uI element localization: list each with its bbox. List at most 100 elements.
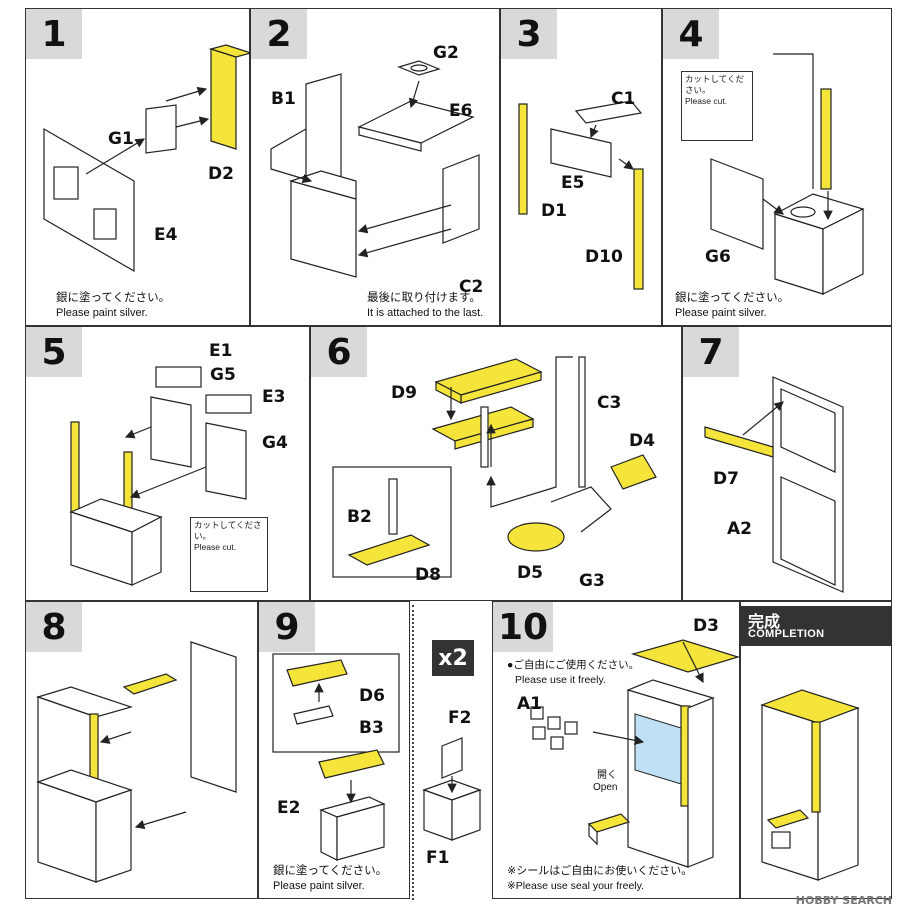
step-8-panel: 8 bbox=[25, 601, 258, 899]
part-label-f2: F2 bbox=[448, 708, 472, 728]
step-4-note-jp: 銀に塗ってください。 bbox=[675, 292, 790, 304]
step-number: 8 bbox=[26, 602, 82, 652]
step-2-drawing bbox=[270, 60, 480, 278]
step-9-panel: 9 D6 B3 E2 銀に塗ってください。 Please paint silve… bbox=[258, 601, 410, 899]
part-e5-shape bbox=[550, 128, 612, 178]
part-e3-shape bbox=[205, 394, 252, 414]
part-c2-shape bbox=[442, 154, 480, 244]
step-10-seal-en: ※Please use seal your freely. bbox=[507, 880, 645, 892]
part-d10-shape bbox=[633, 168, 644, 290]
step-2-note-jp: 最後に取り付けます。 bbox=[367, 292, 481, 304]
step-10-free-en: Please use it freely. bbox=[515, 674, 606, 686]
step-4-cut-callout: カットしてください。 Please cut. bbox=[681, 71, 753, 141]
part-g6-shape bbox=[710, 158, 764, 250]
part-label-b1: B1 bbox=[271, 89, 296, 109]
part-f2-shape bbox=[441, 737, 463, 779]
step-9-note-en: Please paint silver. bbox=[273, 880, 365, 892]
step-7-panel: 7 D7 A2 bbox=[682, 326, 892, 601]
part-label-e5: E5 bbox=[561, 173, 585, 193]
part-label-d6: D6 bbox=[359, 686, 385, 706]
part-e2-shape bbox=[336, 803, 385, 861]
part-label-a2: A2 bbox=[727, 519, 752, 539]
x2-badge: x2 bbox=[432, 640, 474, 676]
part-d3-shape bbox=[630, 639, 741, 673]
part-label-d1: D1 bbox=[541, 201, 567, 221]
completion-header: 完成 COMPLETION bbox=[740, 606, 892, 646]
step-10-open-en: Open bbox=[593, 782, 618, 793]
step-9-note-jp: 銀に塗ってください。 bbox=[273, 865, 388, 877]
cut-note-jp: カットしてください。 bbox=[194, 520, 262, 541]
step-number: 4 bbox=[663, 9, 719, 59]
part-label-e3: E3 bbox=[262, 387, 286, 407]
part-a1-shape bbox=[530, 706, 544, 720]
step-7-drawing bbox=[704, 376, 844, 593]
step-1-note-en: Please paint silver. bbox=[56, 307, 148, 319]
step-number: 6 bbox=[311, 327, 367, 377]
step-5-cut-callout: カットしてください。 Please cut. bbox=[190, 517, 268, 592]
step-3-panel: 3 C1 E5 D1 D10 bbox=[500, 8, 662, 326]
part-c3-shape bbox=[578, 356, 586, 488]
step-4-note-en: Please paint silver. bbox=[675, 307, 767, 319]
part-d1-shape bbox=[518, 103, 528, 215]
part-label-d9: D9 bbox=[391, 383, 417, 403]
step-number: 5 bbox=[26, 327, 82, 377]
part-label-e4: E4 bbox=[154, 225, 178, 245]
control-shape bbox=[318, 749, 385, 779]
step-1-drawing bbox=[43, 44, 254, 273]
part-label-c3: C3 bbox=[597, 393, 622, 413]
part-d5-shape bbox=[507, 522, 565, 552]
part-label-g3: G3 bbox=[579, 571, 605, 591]
divider-dotted bbox=[412, 605, 414, 900]
part-label-e2: E2 bbox=[277, 798, 301, 818]
post-shape bbox=[820, 88, 832, 190]
part-label-e6: E6 bbox=[449, 101, 473, 121]
part-label-d7: D7 bbox=[713, 469, 739, 489]
part-label-d2: D2 bbox=[208, 164, 234, 184]
step-10-drawing bbox=[530, 639, 741, 868]
cut-note-en: Please cut. bbox=[194, 542, 237, 552]
part-label-b3: B3 bbox=[359, 718, 384, 738]
step-number: 1 bbox=[26, 9, 82, 59]
step-4-panel: 4 カットしてください。 Please cut. G6 銀に塗ってください。 P… bbox=[662, 8, 892, 326]
part-label-g4: G4 bbox=[262, 433, 288, 453]
part-g5-shape bbox=[150, 396, 192, 468]
cut-note-en: Please cut. bbox=[685, 96, 728, 106]
part-label-f1: F1 bbox=[426, 848, 450, 868]
step-9-drawing bbox=[272, 653, 400, 861]
step-1-note-jp: 銀に塗ってください。 bbox=[56, 292, 171, 304]
cut-note-jp: カットしてください。 bbox=[685, 74, 744, 95]
step-6-panel: 6 D9 C3 D4 B2 D8 D5 G3 bbox=[310, 326, 682, 601]
step-2-panel: 2 G2 B1 E6 C2 最後に取り付けます。 It is attached … bbox=[250, 8, 500, 326]
step-number: 9 bbox=[259, 602, 315, 652]
step-5-drawing bbox=[69, 366, 252, 586]
part-label-c2: C2 bbox=[459, 277, 484, 297]
step-1-panel: 1 G1 D2 E4 銀に塗ってください。 Please paint silve… bbox=[25, 8, 254, 326]
part-label-d3: D3 bbox=[693, 616, 719, 636]
part-label-g2: G2 bbox=[433, 43, 459, 63]
step-6-drawing bbox=[332, 356, 657, 578]
step-10-open-jp: 開く bbox=[597, 770, 617, 781]
part-d7-shape bbox=[704, 426, 774, 458]
completion-title-jp: 完成 bbox=[748, 614, 781, 631]
step-4-drawing bbox=[710, 53, 865, 295]
step-10-panel: 10 D3 ●ご自由にご使用ください。 Please use it freely… bbox=[492, 601, 741, 899]
step-10-seal-jp: ※シールはご自由にお使いください。 bbox=[507, 865, 693, 877]
step-number: 2 bbox=[251, 9, 307, 59]
step-3-drawing bbox=[518, 100, 644, 290]
part-d8-shape bbox=[347, 534, 431, 566]
step-number: 7 bbox=[683, 327, 739, 377]
part-label-d5: D5 bbox=[517, 563, 543, 583]
step-2-note-en: It is attached to the last. bbox=[367, 307, 484, 319]
part-d6-shape bbox=[286, 659, 348, 687]
part-label-d8: D8 bbox=[415, 565, 441, 585]
part-c1-shape bbox=[574, 100, 643, 124]
step-8-drawing bbox=[36, 641, 237, 883]
part-label-a1: A1 bbox=[517, 694, 542, 714]
part-label-g1: G1 bbox=[108, 129, 134, 149]
watermark-text: HOBBY SEARCH bbox=[795, 894, 892, 907]
part-label-e1: E1 bbox=[209, 341, 233, 361]
step-number: 10 bbox=[493, 602, 553, 652]
step-10-free-jp: ●ご自由にご使用ください。 bbox=[507, 659, 640, 671]
completion-title-en: COMPLETION bbox=[748, 628, 825, 640]
